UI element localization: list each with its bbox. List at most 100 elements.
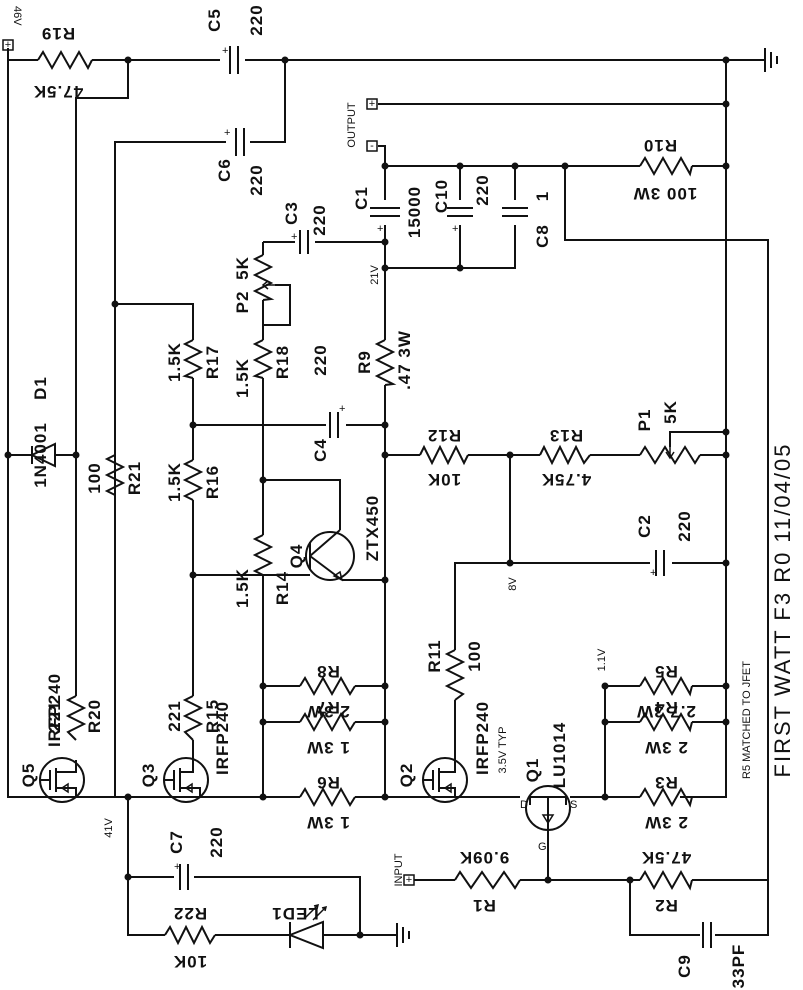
junction-dot xyxy=(722,428,730,436)
junction-dot xyxy=(722,56,730,64)
wire-p1-wiper xyxy=(669,431,726,447)
q2-value: IRFP240 xyxy=(473,701,492,775)
q4-value: ZTX450 xyxy=(363,495,382,561)
diode-d1 xyxy=(29,442,56,468)
c10-ref: C10 xyxy=(432,179,451,213)
r2-ref: R2 xyxy=(654,896,678,915)
capacitor-c10 xyxy=(447,207,473,217)
capacitor-c6 xyxy=(235,128,245,156)
c5-value: 220 xyxy=(247,4,266,35)
q2-typ-label: 3.5V TYP xyxy=(497,727,509,774)
resistor-r9 xyxy=(374,339,397,386)
junction-dot xyxy=(381,238,389,246)
r16-ref: R16 xyxy=(203,465,222,499)
p2-value: 5K xyxy=(233,256,252,280)
r22-value: 10K xyxy=(173,952,207,971)
junction-dot xyxy=(111,300,119,308)
resistor-r10 xyxy=(639,155,693,177)
c2-ref: C2 xyxy=(635,514,654,538)
junction-dot xyxy=(124,873,132,881)
resistor-r7 xyxy=(299,711,356,733)
resistor-r5 xyxy=(639,675,693,697)
junction-dot xyxy=(72,451,80,459)
resistor-p2 xyxy=(252,254,275,301)
r5-ref: R5 xyxy=(654,662,678,681)
junction-dot xyxy=(381,682,389,690)
p1-ref: P1 xyxy=(635,409,654,432)
r12-ref: R12 xyxy=(427,426,461,445)
r5-value: 2.7 3W xyxy=(636,702,696,721)
q5-ref: Q5 xyxy=(19,763,38,788)
input-terminal-plus: + xyxy=(406,874,412,886)
junction-dot xyxy=(722,682,730,690)
p2-wiper-arrow xyxy=(261,280,275,290)
mosfet-q3 xyxy=(163,757,209,803)
resistor-r1 xyxy=(454,870,521,890)
v1-1-label: 1.1V xyxy=(596,648,608,671)
junction-dot xyxy=(722,451,730,459)
resistor-r14 xyxy=(252,534,274,576)
junction-dot xyxy=(281,56,289,64)
v41-label: 41V xyxy=(103,818,115,838)
resistor-r22 xyxy=(164,924,216,946)
r2-value: 47.5K xyxy=(641,848,691,867)
supply-terminal-plus: + xyxy=(5,39,11,51)
r15-value: 221 xyxy=(165,700,184,731)
junctions xyxy=(4,56,730,939)
terminals: + + - + xyxy=(2,39,415,886)
output-plus-terminal xyxy=(366,98,378,110)
d1-value: 1N4001 xyxy=(31,422,50,488)
junction-dot xyxy=(356,931,364,939)
capacitor-c9 xyxy=(702,922,712,948)
resistor-r6 xyxy=(299,786,356,808)
r7-value: 1 3W xyxy=(306,738,350,757)
p1-value: 5K xyxy=(661,400,680,424)
junction-dot xyxy=(626,876,634,884)
r4-ref: R4 xyxy=(654,698,678,717)
junction-dot xyxy=(561,162,569,170)
junction-dot xyxy=(259,476,267,484)
c6-ref: C6 xyxy=(215,158,234,182)
q3-value: IRFP240 xyxy=(213,701,232,775)
junction-dot xyxy=(601,682,609,690)
mosfet-q2 xyxy=(422,757,468,803)
wire-left-rail xyxy=(7,48,140,798)
v8-label: 8V xyxy=(507,577,519,591)
c3-value: 220 xyxy=(310,204,329,235)
c1-value: 15000 xyxy=(405,186,424,238)
junction-dot xyxy=(124,56,132,64)
junction-dot xyxy=(722,559,730,567)
r8-ref: R8 xyxy=(316,662,340,681)
q1-source-label: S xyxy=(570,799,577,811)
supply-terminal xyxy=(2,39,14,51)
c4-ref: C4 xyxy=(311,438,330,462)
q2-ref: Q2 xyxy=(397,763,416,788)
junction-dot xyxy=(259,718,267,726)
resistor-r8 xyxy=(299,675,356,697)
r9-value: .47 3W xyxy=(395,330,414,390)
resistor-r16 xyxy=(182,459,204,501)
polarity-marks: + + + + + + + + xyxy=(174,45,656,873)
junction-dot xyxy=(4,451,12,459)
r5-note: R5 MATCHED TO JFET xyxy=(741,661,753,779)
r4-value: 2 3W xyxy=(644,738,688,757)
junction-dot xyxy=(506,559,514,567)
c2-value: 220 xyxy=(675,510,694,541)
junction-dot xyxy=(722,718,730,726)
r21-ref: R21 xyxy=(125,461,144,495)
resistor-r20 xyxy=(65,695,87,741)
r19-value: 47.5K xyxy=(33,82,83,101)
resistor-r21 xyxy=(104,454,126,496)
capacitor-c3 xyxy=(299,230,309,254)
r10-value: 100 3W xyxy=(633,184,698,203)
wire-c7-top xyxy=(128,876,361,935)
resistor-r18 xyxy=(252,339,274,379)
d1-ref: D1 xyxy=(31,376,50,400)
c9-ref: C9 xyxy=(675,954,694,978)
r6-ref: R6 xyxy=(316,773,340,792)
junction-dot xyxy=(722,162,730,170)
led-led1 xyxy=(287,903,328,950)
c8-value: 1 xyxy=(533,191,552,201)
capacitors xyxy=(179,46,712,948)
